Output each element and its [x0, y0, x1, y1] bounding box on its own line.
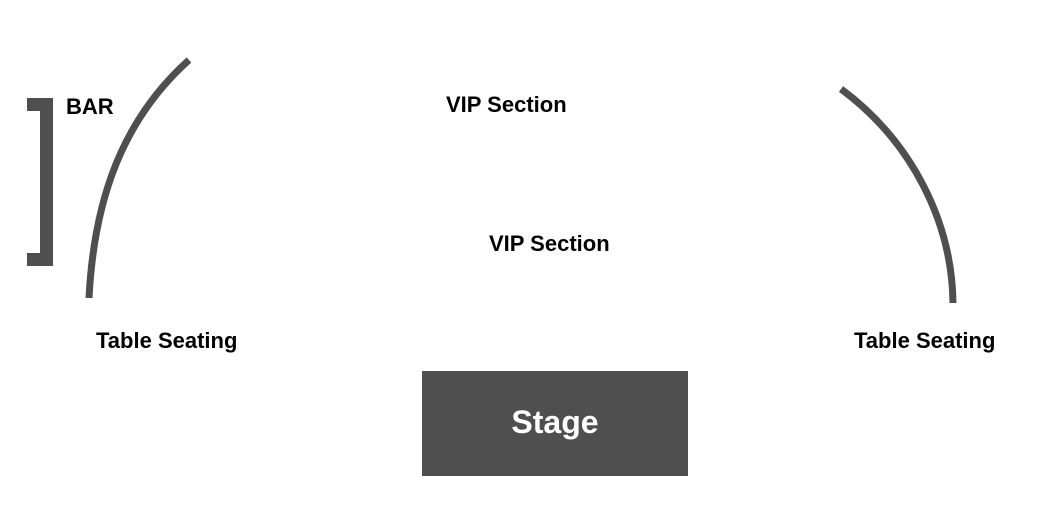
table-seating-label-right: Table Seating: [854, 328, 996, 353]
bar-counter: [27, 98, 53, 266]
stage: Stage: [422, 371, 688, 476]
vip-section-label-lower: VIP Section: [489, 231, 610, 256]
vip-section-label-upper: VIP Section: [446, 92, 567, 117]
bar-label: BAR: [66, 94, 114, 119]
left-seating-arc: [85, 57, 192, 299]
table-seating-label-left: Table Seating: [96, 328, 238, 353]
stage-label: Stage: [511, 403, 599, 440]
right-seating-arc: [838, 86, 957, 304]
